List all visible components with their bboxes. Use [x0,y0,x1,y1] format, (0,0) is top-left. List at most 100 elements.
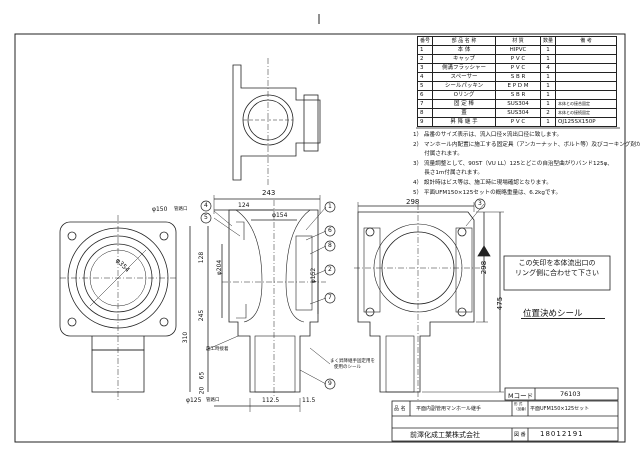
cell-no: 9 [416,117,434,127]
dim-128: 128 [198,251,206,264]
dim-112-5: 112.5 [262,397,280,404]
drawing-number: 18012191 [540,430,584,438]
cell-qty: 1 [540,90,557,100]
dim-310: 310 [182,331,190,344]
company-name: 前澤化成工業株式会社 [410,431,480,439]
header-material: 材 質 [495,36,542,46]
balloon-number: 4 [204,202,208,209]
cell-material: P V C [495,63,542,73]
table-row: 5 シールパッキン E P D M 1 [416,81,618,91]
parts-table-header: 番号 部 品 名 称 材 質 数量 備 考 [416,36,618,46]
cell-no: 6 [416,90,434,100]
cell-remarks [555,63,618,73]
note-line: 5） 平面UFM150×125セットの概略重量は、6.2kgです。 [413,189,562,196]
m-code-label: Mコード [508,392,534,400]
cell-no: 3 [416,63,434,73]
balloon-number: 2 [328,266,332,273]
balloons [200,198,486,390]
cell-qty: 2 [540,108,557,118]
table-row: 8 蓋 SUS304 2 本体との接続固定 [416,108,618,118]
dim-298-top: 298 [406,198,420,206]
dim-125: φ125 [186,397,202,404]
cell-material: S B R [495,90,542,100]
balloon-number: 6 [328,227,332,234]
dim-243: 243 [262,189,276,197]
product-name: 平面内副管用マンホール継手 [416,406,482,412]
top-view [232,58,321,186]
notes: 1） 品番のサイズ表示は、流入口径×流出口径に致します。 2） マンホール内配置… [413,131,640,198]
cell-name: Oリング [432,90,497,100]
cell-qty: 1 [540,54,557,64]
cell-name: シールパッキン [432,81,497,91]
balloon-number: 9 [328,380,332,387]
cell-name: 昇 降 継 手 [432,117,497,127]
cell-name: スペーサー [432,72,497,82]
cell-material: SUS304 [495,99,542,109]
cell-material: P V C [495,54,542,64]
cell-remarks: OJ125SX150P [555,117,618,127]
table-row: 4 スペーサー S B R 1 [416,72,618,82]
dim-245: 245 [198,309,206,322]
cell-qty: 1 [540,117,557,127]
model-label: 形 式（品番） [514,402,529,411]
dim-65: 65 [198,371,206,380]
name-label: 品 名 [394,406,406,412]
cell-qty: 1 [540,72,557,82]
balloon-number: 1 [328,203,332,210]
note-line: 3） 流量調整として、90ST（VU LL）125とどこの自治型曲がりバンド12… [413,160,613,167]
cell-qty: 4 [540,63,557,73]
drawing-label: 図 番 [514,432,526,438]
label-seal-2: 使用のシール [334,365,361,370]
note-line: 2） マンホール内配置に施工する固定具（アンカーナット、ボルト等）及びコーキング… [413,141,640,148]
cell-remarks [555,45,618,55]
arrow-callout-box [503,255,611,291]
table-row: 2 キャップ P V C 1 [416,54,618,64]
dim-150-label: 管路口 [174,207,188,212]
cell-material: E P D M [495,81,542,91]
callout-line: この矢印を本体流出口の [518,259,596,267]
cell-name: 固 定 棒 [432,99,497,109]
cell-qty: 1 [540,81,557,91]
cell-qty: 1 [540,45,557,55]
note-line: 長さ1m付属されます。 [413,170,483,177]
dim-204: φ204 [216,259,224,276]
balloon-number: 5 [204,214,208,221]
sheet-border [14,33,626,443]
dim-298-side: 298 [480,260,489,275]
balloon-number: 7 [328,294,332,301]
seal-underline [521,318,605,319]
cell-no: 7 [416,99,434,109]
model-number: 平面UFM150×125セット [530,406,590,412]
table-row: 9 昇 降 継 手 P V C 1 OJ125SX150P [416,117,618,127]
callout-line: リング側に合わせて下さい [515,269,599,277]
header-name: 部 品 名 称 [432,36,497,46]
table-row: 3 側溝フラッシャー P V C 4 [416,63,618,73]
label-kouji: 施工時接着 [206,347,229,352]
cell-no: 8 [416,108,434,118]
balloon-number: 3 [478,200,482,207]
cell-remarks: 本体との接続固定 [555,108,618,118]
note-line: 1） 品番のサイズ表示は、流入口径×流出口径に致します。 [413,132,563,138]
cell-remarks: 本体との接合固定 [555,99,618,109]
table-row: 1 本 体 HIPVC 1 [416,45,618,55]
cell-qty: 1 [540,99,557,109]
note-line: 付属されます。 [413,151,463,158]
note-line: 4） 設計時はビス等は、施工時に現場確認となります。 [413,179,552,186]
cell-remarks [555,90,618,100]
cell-material: P V C [495,117,542,127]
right-view [354,202,504,400]
dim-124: 124 [238,202,250,209]
cell-material: SUS304 [495,108,542,118]
table-row: 6 Oリング S B R 1 [416,90,618,100]
dim-125-label: 管路口 [206,398,220,403]
cell-name: キャップ [432,54,497,64]
header-qty: 数量 [540,36,557,46]
cell-name: 蓋 [432,108,497,118]
table-row: 7 固 定 棒 SUS304 1 本体との接合固定 [416,99,618,109]
dim-152: φ152 [310,267,318,284]
cell-no: 5 [416,81,434,91]
arrow-callout: この矢印を本体流出口の リング側に合わせて下さい [506,258,608,290]
dim-475: 475 [496,296,505,311]
title-block-lines [391,387,619,442]
